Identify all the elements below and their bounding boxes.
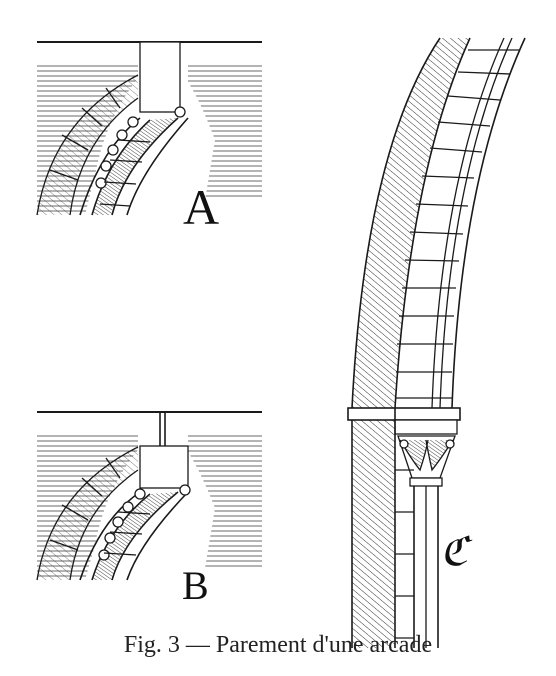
figure-caption: Fig. 3 — Parement d'une arcade [123,632,433,658]
label-b: B [182,563,209,608]
detail-a-wall-right [188,62,262,200]
capital [397,435,456,487]
detail-b [36,411,262,581]
detail-c [347,37,526,648]
label-c: ℭ [440,529,469,574]
voussoir-joints [395,49,520,399]
detail-c-wall-hatch [352,38,470,648]
pier-courses [395,469,414,639]
detail-a [36,41,262,216]
label-a: A [183,179,220,235]
